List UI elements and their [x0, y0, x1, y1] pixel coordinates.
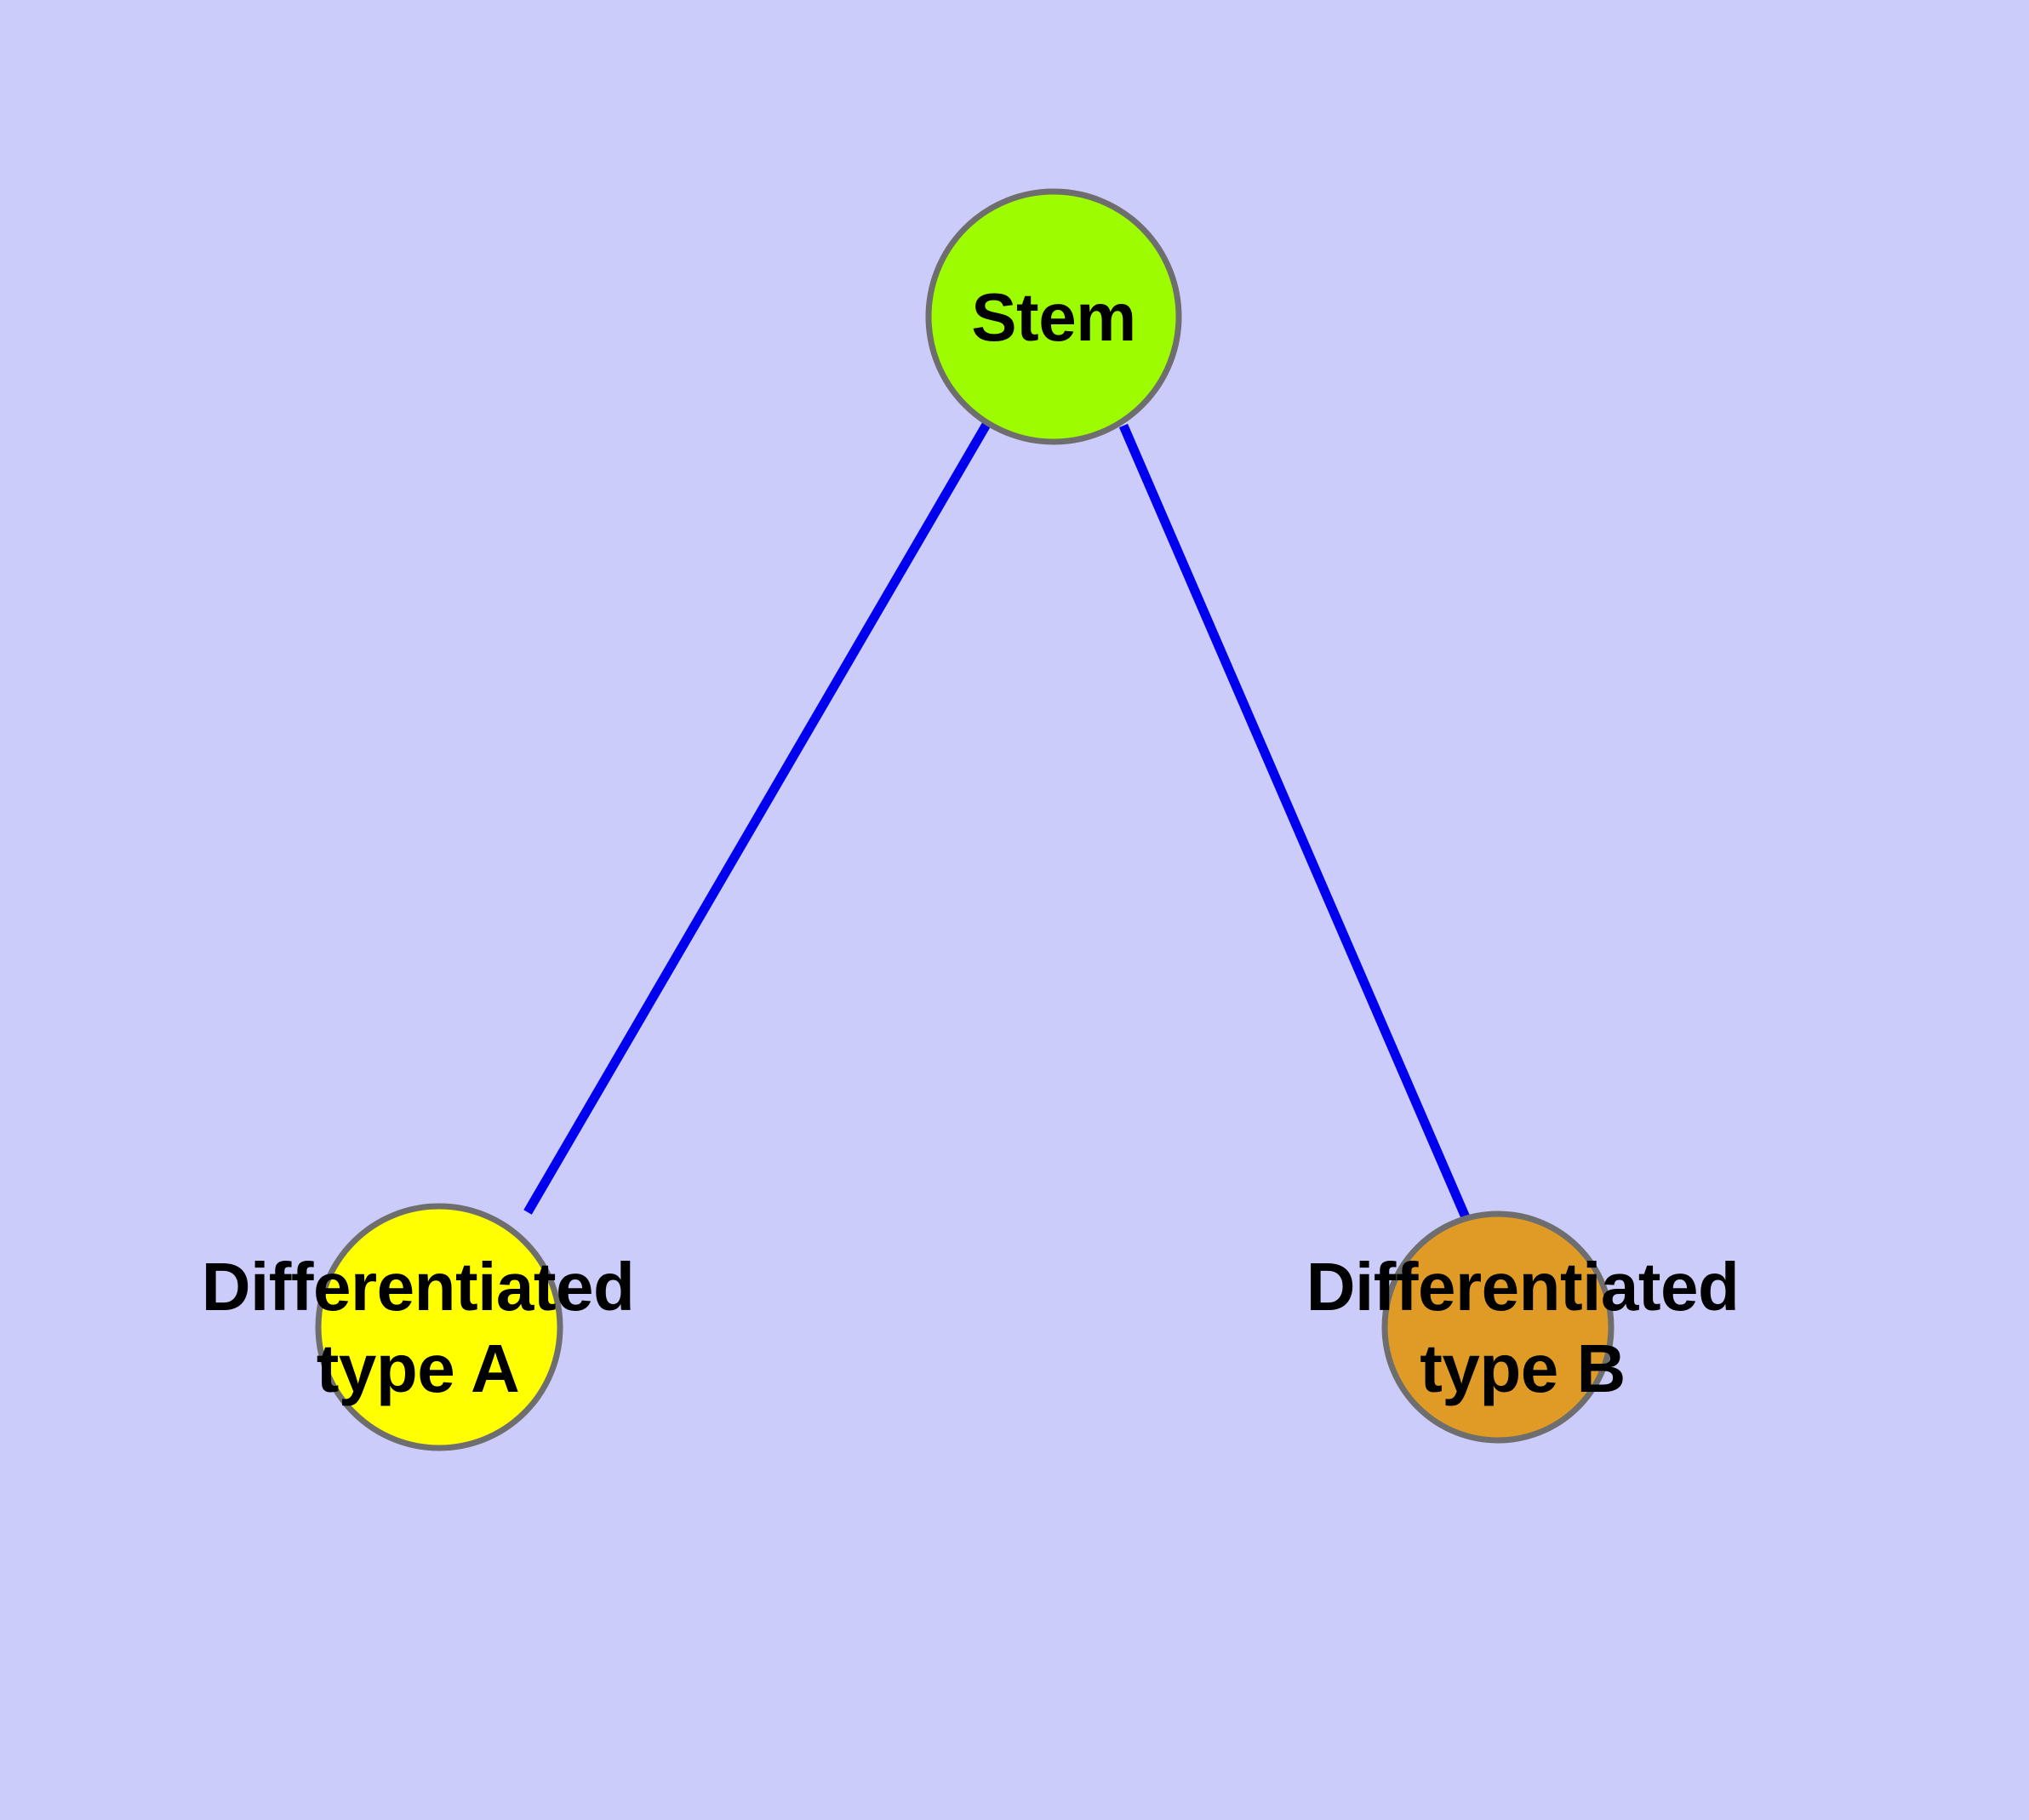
- node-differentiated-type-b-circle[interactable]: [1381, 1210, 1615, 1444]
- node-group: [315, 188, 1615, 1451]
- edge-stem-to-differentiated-type-a[interactable]: [523, 421, 992, 1215]
- label-line: Differentiated: [202, 1249, 635, 1325]
- node-stem-circle[interactable]: [925, 188, 1182, 445]
- label-line: type B: [1420, 1331, 1626, 1406]
- edge-group: [523, 421, 1471, 1220]
- label-line: Differentiated: [1306, 1249, 1740, 1325]
- label-line: Stem: [971, 279, 1136, 355]
- edge-stem-to-differentiated-type-b[interactable]: [1118, 423, 1471, 1220]
- node-differentiated-type-a-circle[interactable]: [315, 1203, 563, 1451]
- node-stem-label: Stem: [971, 279, 1136, 355]
- label-line: type A: [317, 1331, 520, 1406]
